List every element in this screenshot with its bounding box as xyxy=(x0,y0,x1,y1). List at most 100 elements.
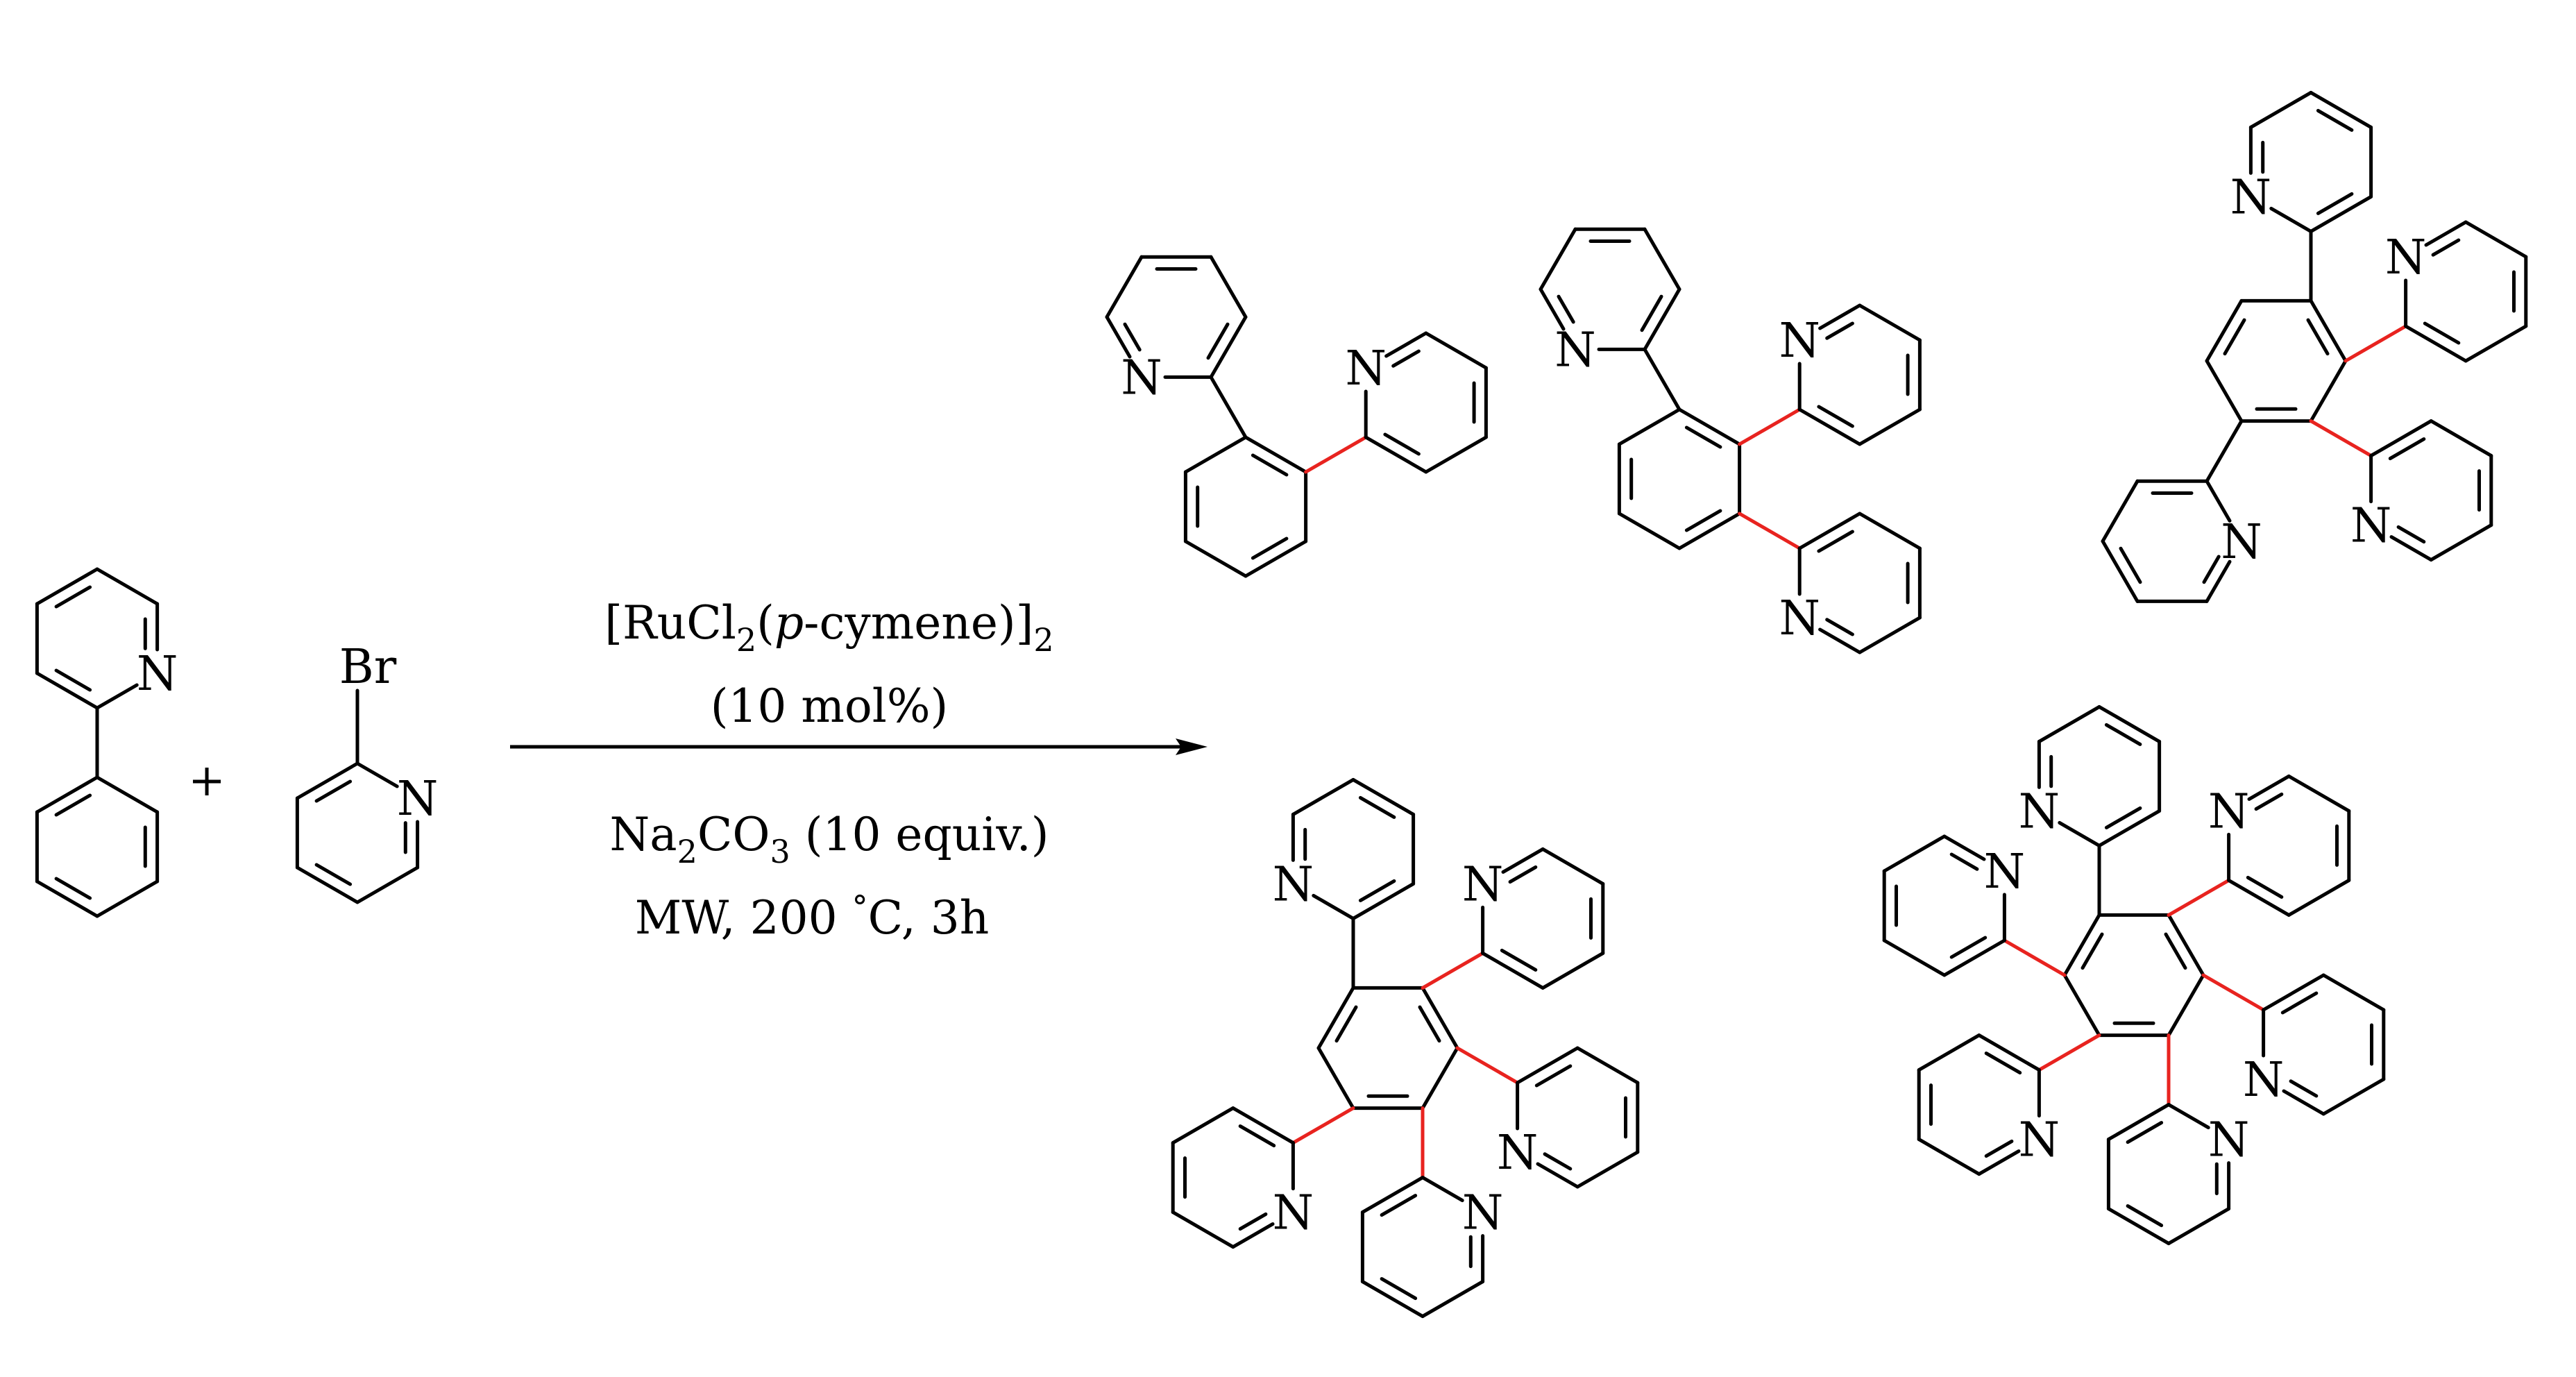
new-cc-bond xyxy=(2002,938,2067,977)
ring-bond xyxy=(2464,324,2528,363)
nitrogen-atom: N xyxy=(2385,230,2427,285)
ring-bond xyxy=(1501,847,1545,874)
ring-bond xyxy=(1291,777,1355,816)
new-cc-bond xyxy=(2037,1033,2101,1072)
ring-double-bond xyxy=(2431,238,2461,257)
reaction-arrow xyxy=(510,738,1208,755)
nitrogen-atom: N xyxy=(2243,1053,2285,1108)
ring-bond xyxy=(1677,407,1742,446)
ring-bond xyxy=(1882,938,1947,977)
ring-bond xyxy=(1575,1046,1640,1085)
ring-bond xyxy=(2167,973,2205,1038)
ring-bond xyxy=(1351,777,1416,816)
ring-bond xyxy=(2309,90,2373,129)
ring-bond xyxy=(2205,559,2232,603)
catalyst-label: [RuCl2(p-cymene)]2 xyxy=(604,596,1053,659)
ring-bond xyxy=(1209,315,1248,379)
ring-bond xyxy=(2321,1077,2386,1116)
ring-bond xyxy=(1643,287,1681,351)
nitrogen-atom: N xyxy=(1345,341,1387,396)
ring-bond xyxy=(2404,324,2468,363)
ring-bond xyxy=(1818,627,1862,654)
ring-bond xyxy=(1797,407,1862,446)
ring-double-bond xyxy=(1817,405,1854,428)
ring-double-bond xyxy=(54,877,92,900)
ring-double-bond xyxy=(2223,318,2246,356)
ring-bond xyxy=(2429,523,2493,562)
cc-bond xyxy=(1209,375,1248,439)
ring-bond xyxy=(2262,973,2325,1012)
new-cc-bond xyxy=(1304,435,1368,474)
nitrogen-atom: N xyxy=(2208,784,2250,839)
heating-conditions-label: MW, 200 °C, 3h xyxy=(635,888,989,945)
ring-bond xyxy=(1617,407,1681,446)
ring-bond xyxy=(2282,1089,2325,1116)
nitrogen-atom: N xyxy=(397,772,439,827)
ring-bond xyxy=(1360,1176,1425,1215)
ring-bond xyxy=(2097,704,2162,743)
ring-bond xyxy=(1316,986,1355,1050)
ring-double-bond xyxy=(1391,349,1421,368)
ring-bond xyxy=(2205,298,2244,363)
ring-double-bond xyxy=(1817,530,1854,553)
ring-bond xyxy=(1244,539,1308,578)
ring-bond xyxy=(1797,512,1862,550)
ring-bond xyxy=(1977,1149,2021,1176)
nitrogen-atom: N xyxy=(2208,1113,2250,1168)
ring-bond xyxy=(2389,535,2433,562)
ring-bond xyxy=(2247,774,2291,801)
ring-double-bond xyxy=(1251,453,1289,477)
ring-double-bond xyxy=(1984,1051,2022,1075)
ring-double-bond xyxy=(1557,294,1575,324)
ring-bond xyxy=(2369,419,2433,458)
ring-bond xyxy=(2287,774,2351,813)
ring-bond xyxy=(2309,298,2348,363)
ring-double-bond xyxy=(2164,932,2187,970)
ring-bond xyxy=(1424,331,1488,370)
ring-bond xyxy=(1171,1210,1235,1249)
ring-bond xyxy=(95,879,160,918)
new-cc-bond xyxy=(2201,973,2266,1012)
ring-bond xyxy=(1384,331,1428,358)
ring-double-bond xyxy=(1640,294,1663,332)
ring-double-bond xyxy=(1949,852,1979,871)
ring-double-bond xyxy=(1334,1005,1358,1043)
ring-bond xyxy=(1244,435,1308,474)
ring-bond xyxy=(1231,1106,1295,1145)
ring-double-bond xyxy=(2119,546,2142,584)
new-cc-bond xyxy=(1455,1046,1520,1085)
ring-double-bond xyxy=(1238,1124,1276,1148)
new-cc-bond xyxy=(1291,1106,1355,1145)
nitrogen-atom: N xyxy=(1779,314,1820,369)
ring-bond xyxy=(1481,951,1545,990)
ring-double-bond xyxy=(2104,723,2142,746)
ring-double-bond xyxy=(2306,318,2330,356)
nitrogen-atom: N xyxy=(1779,591,1820,646)
ring-bond xyxy=(1105,315,1132,359)
cc-bond xyxy=(2205,419,2244,483)
new-cc-bond xyxy=(1738,407,1802,446)
ring-double-bond xyxy=(2254,792,2284,811)
ring-bond xyxy=(1541,847,1605,886)
ring-double-bond xyxy=(1500,948,1538,972)
new-cc-bond xyxy=(2309,419,2373,458)
ring-bond xyxy=(35,567,99,606)
ring-double-bond xyxy=(1949,936,1988,959)
ring-double-bond xyxy=(1238,1212,1268,1231)
ring-double-bond xyxy=(1534,1064,1573,1088)
ring-bond xyxy=(1539,287,1566,331)
nitrogen-atom: N xyxy=(2350,499,2392,554)
new-cc-bond xyxy=(1421,951,1485,990)
ring-double-bond xyxy=(2280,991,2319,1015)
ring-double-bond xyxy=(54,793,92,817)
ring-double-bond xyxy=(2388,437,2426,461)
ring-bond xyxy=(2429,419,2493,458)
ring-double-bond xyxy=(1358,795,1396,819)
ring-double-bond xyxy=(1543,1152,1573,1171)
ring-bond xyxy=(2106,1207,2171,1246)
ring-bond xyxy=(95,775,160,814)
ring-bond xyxy=(1977,1033,2041,1072)
ring-bond xyxy=(1183,539,1248,578)
ring-bond xyxy=(1105,255,1144,319)
